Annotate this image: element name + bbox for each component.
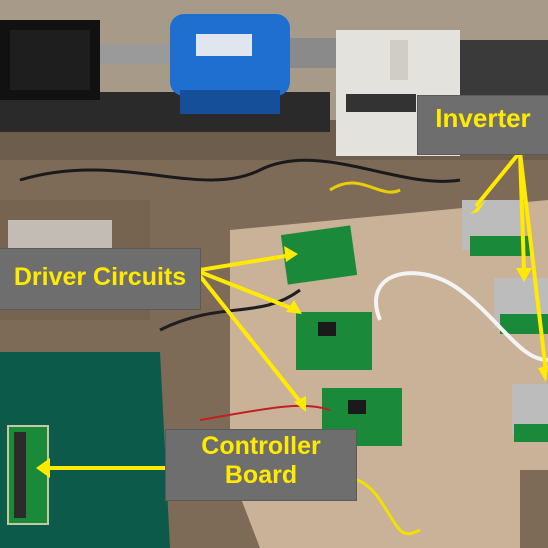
controller-header xyxy=(14,432,26,518)
arrow-driver-1 xyxy=(199,253,293,272)
cable-white xyxy=(374,271,548,362)
arrow-inverter-1 xyxy=(474,150,522,208)
arrow-head-driver-1 xyxy=(284,246,298,262)
label-controller-line1: Controller xyxy=(201,432,321,460)
cable-red xyxy=(199,404,331,421)
driver-pcb-2 xyxy=(296,312,372,370)
driver-pcb-1 xyxy=(280,225,358,285)
inverter-pcb-3 xyxy=(514,424,548,442)
arrow-head-driver-2 xyxy=(286,300,302,314)
cable-2 xyxy=(159,288,301,332)
label-controller-line2: Board xyxy=(224,460,298,489)
inverter-pcb-2 xyxy=(500,314,548,334)
motor-base xyxy=(180,90,280,114)
label-controller-board: Controller Board xyxy=(166,430,356,500)
driver-ic-3 xyxy=(348,400,366,414)
cable-1 xyxy=(19,158,461,183)
wall-socket xyxy=(8,220,112,250)
arrow-head-inverter-2 xyxy=(516,268,532,282)
load-machine-fins xyxy=(10,30,90,90)
cable-yellow-2 xyxy=(329,181,401,194)
inverter-pcb-1 xyxy=(470,236,530,256)
psu-display xyxy=(346,94,416,112)
arrow-head-inverter-1 xyxy=(470,200,486,214)
motor-nameplate xyxy=(196,34,252,56)
arrow-head-driver-3 xyxy=(294,396,306,412)
arrow-inverter-3 xyxy=(518,151,548,373)
arrow-driver-2 xyxy=(199,270,297,312)
label-driver-circuits: Driver Circuits xyxy=(0,249,200,309)
label-inverter: Inverter xyxy=(418,96,548,154)
shaft-coupling xyxy=(95,44,175,64)
arrow-head-inverter-3 xyxy=(538,366,548,382)
annotation-arrows xyxy=(44,150,548,470)
arrow-heads xyxy=(36,200,548,478)
psu-handle xyxy=(390,40,408,80)
arrow-head-controller xyxy=(36,458,50,478)
driver-ic-2 xyxy=(318,322,336,336)
encoder-coupling xyxy=(290,38,340,68)
arrow-driver-3 xyxy=(198,274,304,406)
